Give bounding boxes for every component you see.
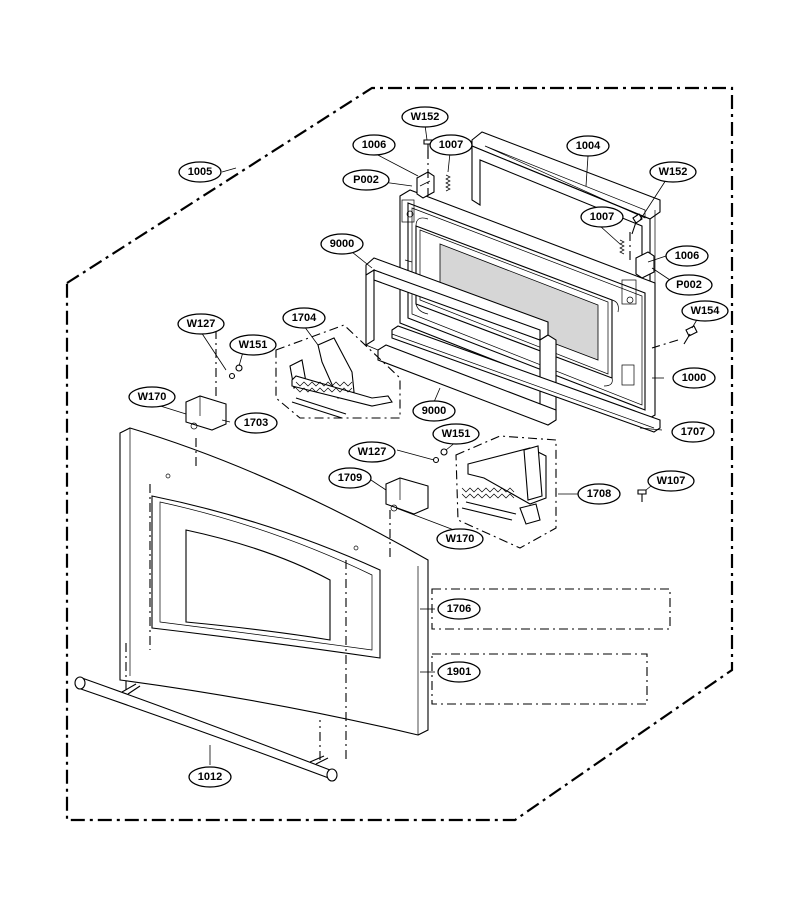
spring-1007-left [445, 174, 451, 192]
screw-W151-center [440, 448, 448, 456]
door-handle-1012 [74, 676, 338, 782]
label-W151-center-text: W151 [442, 428, 471, 440]
label-1707-text: 1707 [681, 426, 705, 438]
label-1709-text: 1709 [338, 472, 362, 484]
label-P002-left-text: P002 [353, 174, 379, 186]
label-1006-left-text: 1006 [362, 139, 386, 151]
label-1007-left-text: 1007 [439, 139, 463, 151]
label-W107: W107 [647, 470, 695, 492]
label-W127-center: W127 [348, 441, 396, 463]
label-1005: 1005 [178, 161, 222, 183]
label-9000-bottom: 9000 [412, 400, 456, 422]
bracket-1703 [185, 395, 227, 431]
label-1012-text: 1012 [198, 771, 222, 783]
label-1704-text: 1704 [292, 312, 317, 324]
label-P002-right: P002 [665, 274, 713, 296]
bracket-1709 [385, 477, 429, 515]
label-1709: 1709 [328, 467, 372, 489]
label-W127-center-text: W127 [358, 446, 387, 458]
label-P002-left: P002 [342, 169, 390, 191]
label-1004-text: 1004 [576, 140, 601, 152]
label-W127-left-text: W127 [187, 318, 216, 330]
label-W127-left: W127 [177, 313, 225, 335]
label-W151-left: W151 [229, 334, 277, 356]
label-1708: 1708 [577, 483, 621, 505]
label-1007-right: 1007 [580, 206, 624, 228]
bracket-group-1708-outline [455, 435, 557, 549]
label-1000: 1000 [672, 367, 716, 389]
hinge-bracket-1006-right [635, 251, 655, 279]
label-1706-text: 1706 [447, 603, 471, 615]
spacer-frame-9000 [365, 257, 557, 426]
label-1006-left: 1006 [352, 134, 396, 156]
label-W170-center: W170 [436, 528, 484, 550]
screw-W127-center [432, 456, 440, 464]
label-W152-right: W152 [649, 161, 697, 183]
label-W151-center: W151 [432, 423, 480, 445]
screw-W152-right [631, 213, 643, 235]
label-W154-text: W154 [691, 305, 721, 317]
hinge-bracket-1006-left [416, 171, 435, 199]
outer-door-panel [119, 427, 429, 736]
label-9000-bottom-text: 9000 [422, 405, 446, 417]
label-9000-top-text: 9000 [330, 238, 354, 250]
label-1703-text: 1703 [244, 417, 268, 429]
label-W152-top: W152 [401, 106, 449, 128]
part-labels: 1005 1006 1007 W152 1004 W152 P002 9000 … [128, 106, 729, 788]
label-W152-right-text: W152 [659, 166, 688, 178]
screw-W127-left [228, 372, 236, 380]
label-W170-center-text: W170 [446, 533, 475, 545]
label-1708-text: 1708 [587, 488, 611, 500]
label-W170-left-text: W170 [138, 391, 167, 403]
label-1703: 1703 [234, 412, 278, 434]
bottom-trim-1707 [391, 325, 661, 433]
screw-W107 [637, 489, 647, 502]
label-1007-left: 1007 [429, 134, 473, 156]
label-1007-right-text: 1007 [590, 211, 614, 223]
label-1000-text: 1000 [682, 372, 706, 384]
bracket-1708 [461, 445, 547, 525]
label-1006-right-text: 1006 [675, 250, 699, 262]
label-W151-left-text: W151 [239, 339, 268, 351]
door-inner-frame-1000 [399, 189, 656, 421]
label-1901-text: 1901 [447, 666, 471, 678]
label-1707: 1707 [671, 421, 715, 443]
label-9000-top: 9000 [320, 233, 364, 255]
label-1704: 1704 [282, 307, 326, 329]
label-1006-right: 1006 [665, 245, 709, 267]
label-1706: 1706 [437, 598, 481, 620]
label-P002-right-text: P002 [676, 279, 702, 291]
assembly-boundary [65, 86, 734, 822]
screw-W154 [683, 325, 698, 345]
label-W154: W154 [681, 300, 729, 322]
spring-1007-right [619, 239, 625, 255]
label-W107-text: W107 [657, 475, 686, 487]
label-1012: 1012 [188, 766, 232, 788]
label-1005-text: 1005 [188, 166, 212, 178]
label-1901: 1901 [437, 661, 481, 683]
bracket-1704 [289, 337, 393, 419]
label-W170-left: W170 [128, 386, 176, 408]
label-W152-top-text: W152 [411, 111, 440, 123]
alignment-lines [125, 150, 679, 760]
label-1004: 1004 [566, 135, 610, 157]
